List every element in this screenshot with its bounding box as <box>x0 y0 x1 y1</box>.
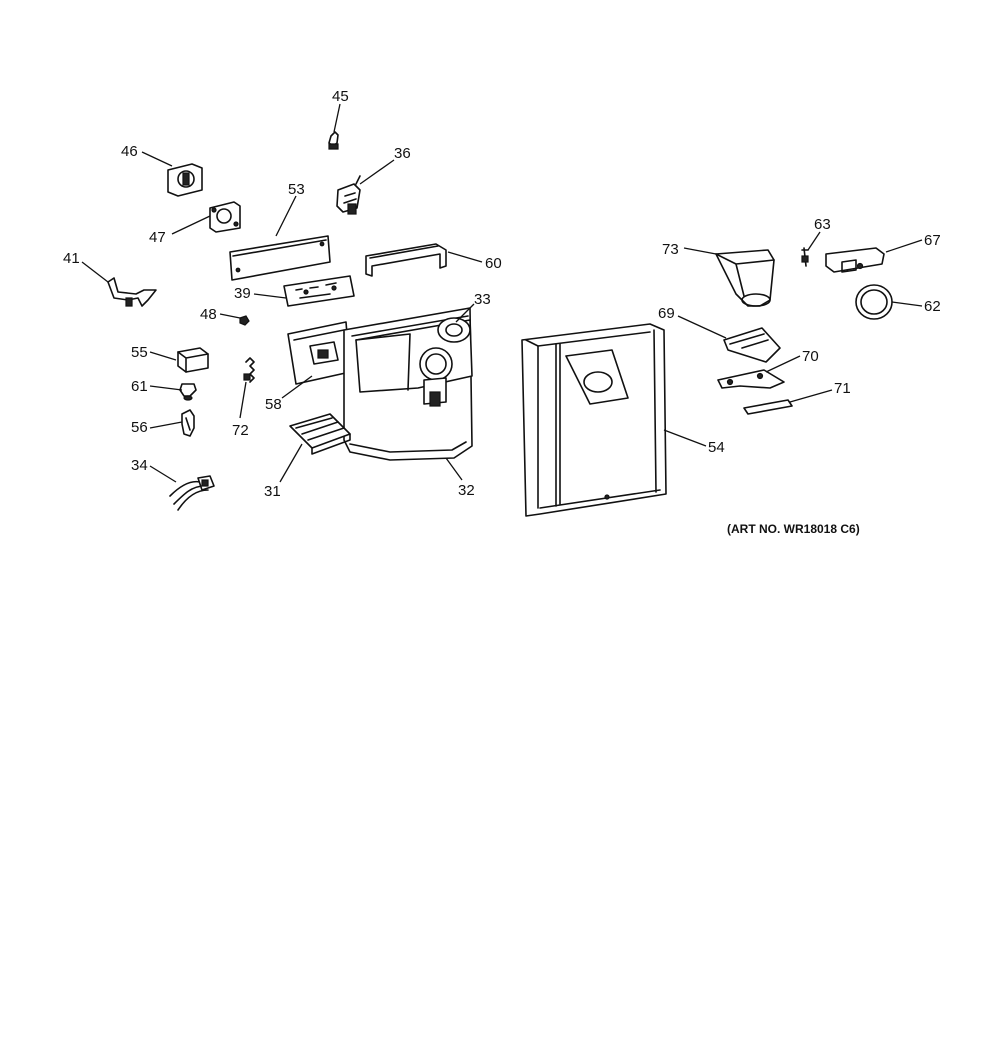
part-58-housing-bracket <box>287 321 351 385</box>
callout-numbers: 45 46 36 53 47 41 60 39 33 48 55 61 58 5… <box>63 88 941 500</box>
part-61-socket <box>179 383 197 401</box>
callout-73: 73 <box>662 241 679 258</box>
leader-67 <box>885 239 923 253</box>
leader-62 <box>891 301 923 307</box>
callout-58: 58 <box>265 396 282 413</box>
leader-73 <box>683 247 717 255</box>
leader-53 <box>275 195 297 237</box>
leader-46 <box>141 151 173 167</box>
part-47-bracket <box>209 201 241 233</box>
callout-56: 56 <box>131 419 148 436</box>
part-71-rod <box>743 399 793 415</box>
callout-45: 45 <box>332 88 349 105</box>
part-67-bracket <box>825 247 885 273</box>
part-73-ice-chute <box>715 249 775 307</box>
callout-32: 32 <box>458 482 475 499</box>
leader-63 <box>807 231 821 251</box>
leader-36 <box>359 159 395 185</box>
part-45-screw <box>328 131 339 150</box>
callout-36: 36 <box>394 145 411 162</box>
leader-lines <box>81 103 923 483</box>
part-62-gasket-ring <box>855 284 893 320</box>
leader-60 <box>447 251 483 263</box>
part-41-lever <box>107 277 157 307</box>
callout-69: 69 <box>658 305 675 322</box>
leader-41 <box>81 261 109 283</box>
callout-48: 48 <box>200 306 217 323</box>
part-36-actuator <box>336 175 361 215</box>
part-33-auger-motor <box>437 317 471 343</box>
callout-47: 47 <box>149 229 166 246</box>
part-55-switch <box>177 347 209 373</box>
leader-69 <box>677 315 727 339</box>
callout-41: 41 <box>63 250 80 267</box>
leader-48 <box>219 313 241 319</box>
leader-58 <box>281 375 313 399</box>
leader-47 <box>171 215 211 235</box>
leader-31 <box>279 443 303 483</box>
part-46-switch-plate <box>167 163 203 197</box>
part-34-wire-harness <box>169 475 215 511</box>
leader-56 <box>149 421 183 429</box>
callout-62: 62 <box>924 298 941 315</box>
leader-70 <box>765 355 801 373</box>
callout-34: 34 <box>131 457 148 474</box>
callout-60: 60 <box>485 255 502 272</box>
leader-71 <box>789 389 833 403</box>
callout-31: 31 <box>264 483 281 500</box>
callout-33: 33 <box>474 291 491 308</box>
callout-54: 54 <box>708 439 725 456</box>
callout-70: 70 <box>802 348 819 365</box>
callout-53: 53 <box>288 181 305 198</box>
part-31-drip-tray <box>289 413 351 455</box>
leader-54 <box>663 429 707 447</box>
callout-63: 63 <box>814 216 831 233</box>
part-39-control-board <box>283 275 355 307</box>
leader-33 <box>455 303 475 323</box>
callout-55: 55 <box>131 344 148 361</box>
art-number: (ART NO. WR18018 C6) <box>727 522 860 536</box>
callout-39: 39 <box>234 285 251 302</box>
part-48-clip <box>239 315 250 326</box>
callout-46: 46 <box>121 143 138 160</box>
leader-39 <box>253 293 287 299</box>
callout-72: 72 <box>232 422 249 439</box>
callout-71: 71 <box>834 380 851 397</box>
callout-67: 67 <box>924 232 941 249</box>
leader-45 <box>333 103 341 133</box>
part-54-dispenser-panel <box>521 323 667 517</box>
part-70-linkage <box>717 369 785 389</box>
leader-55 <box>149 351 177 361</box>
part-56-light-bulb <box>181 409 195 437</box>
leader-32 <box>445 457 463 481</box>
part-63-pin <box>801 247 809 267</box>
part-69-ice-door <box>723 327 781 363</box>
callout-61: 61 <box>131 378 148 395</box>
leader-72 <box>239 381 247 419</box>
part-60-handle <box>365 243 447 277</box>
part-53-cover-plate <box>229 235 331 281</box>
leader-34 <box>149 465 177 483</box>
part-72-spring <box>243 357 255 383</box>
leader-61 <box>149 385 183 391</box>
